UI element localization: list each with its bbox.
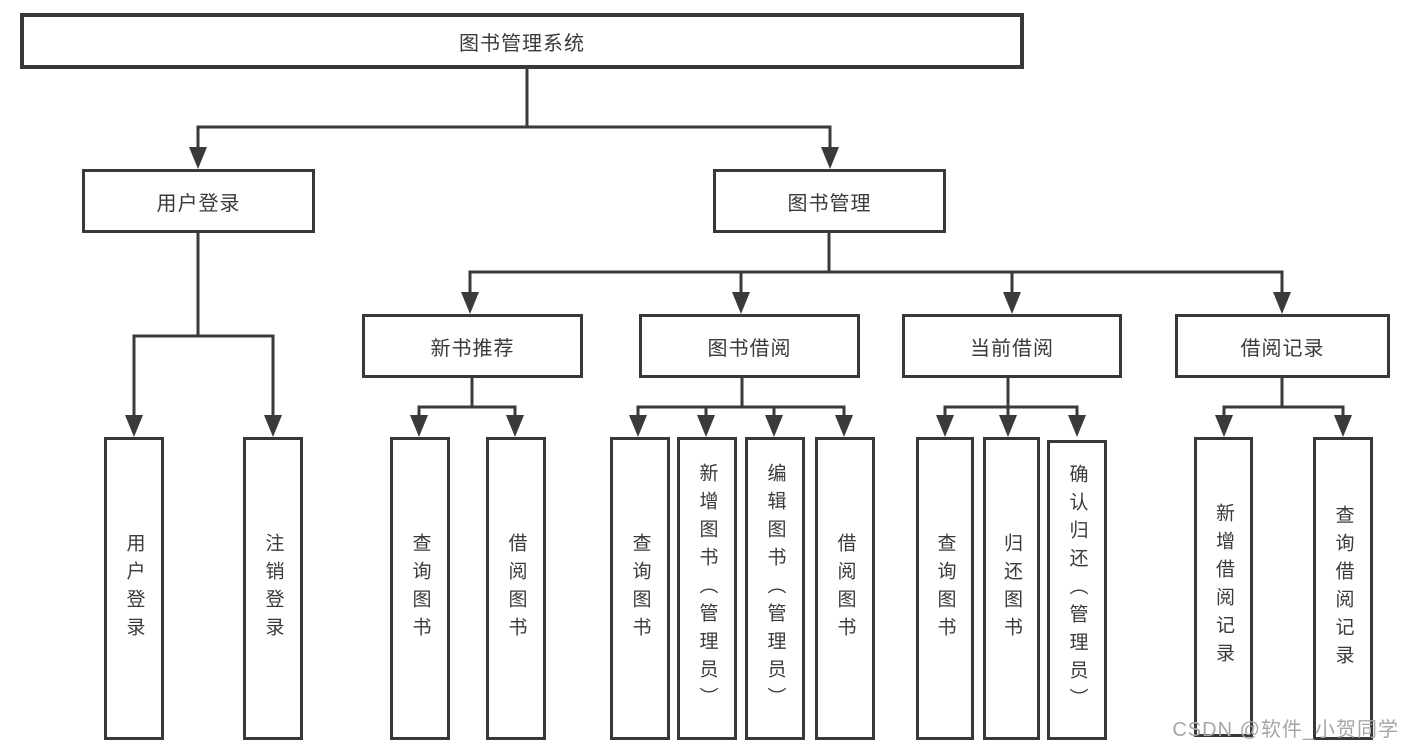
node-current-borrow: 当前借阅 [902,314,1122,378]
node-borrow-records: 借阅记录 [1175,314,1390,378]
node-label: 图书管理 [787,192,872,215]
node-user-login: 用户登录 [82,169,315,233]
node-root-system: 图书管理系统 [20,13,1024,69]
leaf-query-borrow-record: 查询借阅记录 [1313,437,1373,740]
leaf-query-books-current: 查询图书 [916,437,974,740]
node-label: 注销登录 [262,532,284,645]
node-label: 确认归还（管理员） [1066,464,1088,716]
node-label: 借阅记录 [1240,337,1325,360]
node-label: 查询图书 [409,532,431,645]
node-label: 借阅图书 [834,532,856,645]
leaf-query-books-recommend: 查询图书 [390,437,450,740]
leaf-logout: 注销登录 [243,437,303,740]
node-label: 当前借阅 [970,337,1054,360]
node-label: 编辑图书（管理员） [764,462,786,715]
node-label: 用户登录 [123,532,145,645]
node-label: 借阅图书 [505,532,527,645]
csdn-watermark: CSDN @软件_小贺同学 [1172,719,1399,741]
node-label: 图书管理系统 [459,32,585,55]
node-label: 查询借阅记录 [1332,504,1354,673]
node-label: 查询图书 [629,532,651,645]
leaf-confirm-return-admin: 确认归还（管理员） [1047,440,1107,740]
leaf-add-books-admin: 新增图书（管理员） [677,437,737,740]
leaf-user-login: 用户登录 [104,437,164,740]
node-label: 图书借阅 [707,337,792,360]
leaf-return-books: 归还图书 [983,437,1040,740]
leaf-add-borrow-record: 新增借阅记录 [1194,437,1253,737]
node-label: 查询图书 [934,532,956,645]
leaf-borrow-books-recommend: 借阅图书 [486,437,546,740]
node-new-book-recommend: 新书推荐 [362,314,583,378]
leaf-query-books-borrow: 查询图书 [610,437,670,740]
node-label: 新书推荐 [430,337,515,360]
leaf-edit-books-admin: 编辑图书（管理员） [745,437,805,740]
node-label: 新增图书（管理员） [696,462,718,715]
node-label: 新增借阅记录 [1213,503,1234,671]
leaf-borrow-books: 借阅图书 [815,437,875,740]
node-book-management: 图书管理 [713,169,946,233]
node-label: 用户登录 [156,192,241,215]
node-label: 归还图书 [1001,532,1022,645]
node-book-borrow: 图书借阅 [639,314,860,378]
